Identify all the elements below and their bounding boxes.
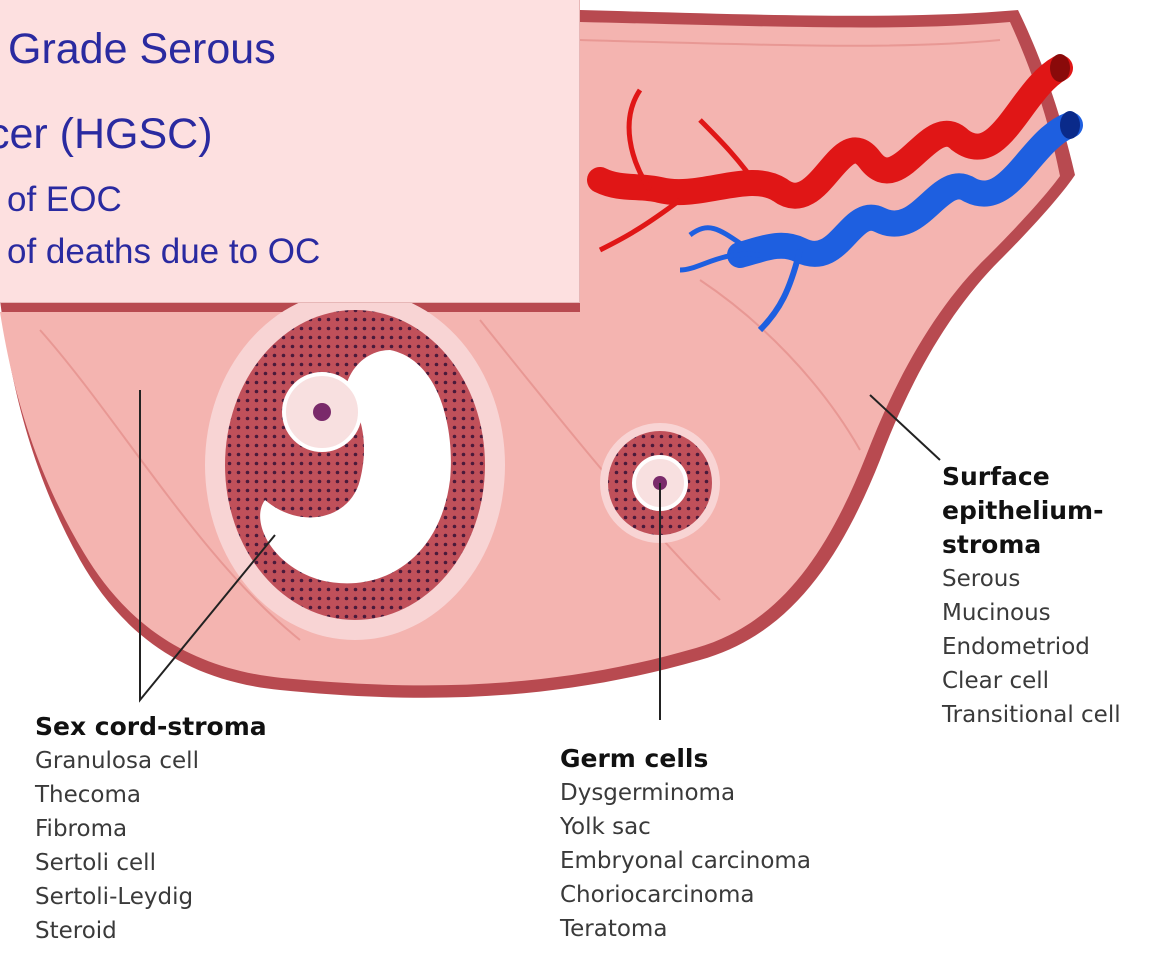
large-follicle (205, 290, 505, 640)
surface-heading-line: stroma (942, 528, 1121, 562)
callout-box: Grade Serous cer (HGSC) of EOC of deaths… (0, 0, 580, 303)
sex-cord-item: Steroid (35, 914, 267, 948)
surface-heading-line: Surface (942, 460, 1121, 494)
surface-heading-line: epithelium- (942, 494, 1121, 528)
surface-item: Transitional cell (942, 698, 1121, 732)
surface-item: Clear cell (942, 664, 1121, 698)
callout-line-3: of EOC (7, 180, 122, 220)
germ-heading: Germ cells (560, 742, 811, 776)
surface-item: Endometriod (942, 630, 1121, 664)
sex-cord-item: Granulosa cell (35, 744, 267, 778)
sex-cord-heading: Sex cord-stroma (35, 710, 267, 744)
germ-item: Dysgerminoma (560, 776, 811, 810)
germ-cells-legend: Germ cells Dysgerminoma Yolk sac Embryon… (560, 742, 811, 946)
sex-cord-stroma-legend: Sex cord-stroma Granulosa cell Thecoma F… (35, 710, 267, 948)
sex-cord-item: Fibroma (35, 812, 267, 846)
germ-item: Choriocarcinoma (560, 878, 811, 912)
callout-line-1: Grade Serous (8, 25, 276, 74)
germ-item: Teratoma (560, 912, 811, 946)
sex-cord-item: Thecoma (35, 778, 267, 812)
surface-epithelium-legend: Surface epithelium- stroma Serous Mucino… (942, 460, 1121, 732)
surface-item: Serous (942, 562, 1121, 596)
callout-line-2: cer (HGSC) (0, 110, 213, 159)
germ-item: Yolk sac (560, 810, 811, 844)
callout-line-4: of deaths due to OC (7, 232, 320, 272)
sex-cord-item: Sertoli-Leydig (35, 880, 267, 914)
germ-item: Embryonal carcinoma (560, 844, 811, 878)
sex-cord-item: Sertoli cell (35, 846, 267, 880)
surface-item: Mucinous (942, 596, 1121, 630)
